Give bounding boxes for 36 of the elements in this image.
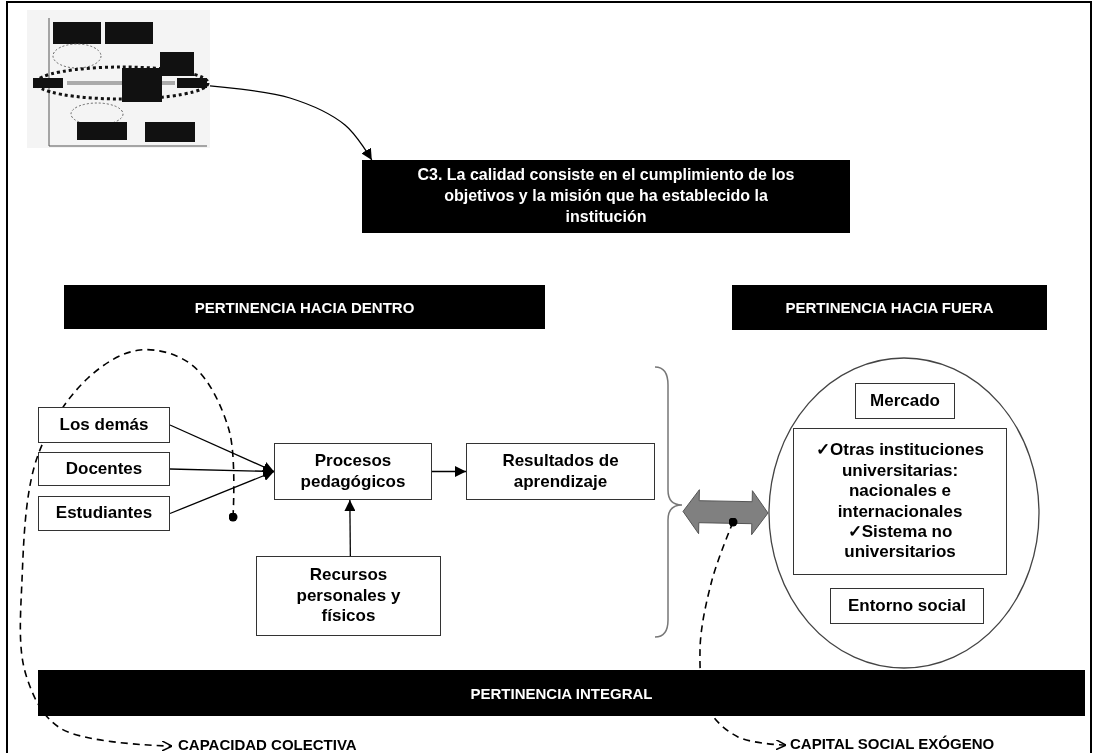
- box-label: Mercado: [870, 390, 940, 412]
- outcome-text: CAPITAL SOCIAL EXÓGENO: [790, 735, 995, 752]
- arrow: [344, 499, 356, 557]
- outcome-text: CAPACIDAD COLECTIVA: [178, 736, 357, 753]
- environment-box: [830, 588, 984, 624]
- environment-box: [793, 428, 1007, 575]
- arrow: [169, 470, 275, 515]
- box-label: ✓Sistema no universitarios: [843, 521, 957, 563]
- actor-box: [38, 496, 170, 531]
- section-header: [732, 285, 1047, 330]
- double-block-arrow: [682, 489, 769, 536]
- environment-box: [855, 383, 955, 419]
- box-label: Estudiantes: [55, 503, 153, 524]
- actor-box: [38, 407, 170, 443]
- header-text: PERTINENCIA HACIA FUERA: [785, 299, 994, 316]
- section-header: [38, 670, 1085, 716]
- section-header: [64, 285, 545, 329]
- box-label: Los demás: [59, 414, 149, 436]
- header-text: PERTINENCIA HACIA DENTRO: [194, 298, 415, 316]
- box-label: Docentes: [65, 458, 143, 480]
- box-label: Recursos personales y físicos: [295, 565, 402, 627]
- box-label: Entorno social: [847, 595, 967, 617]
- header-text: PERTINENCIA INTEGRAL: [470, 684, 653, 702]
- box-label: Resultados de aprendizaje: [501, 451, 620, 492]
- quote-box: [362, 160, 850, 233]
- resource-box: [256, 556, 441, 636]
- actor-box: [38, 452, 170, 486]
- result-box: [466, 443, 655, 500]
- arrow: [169, 424, 275, 473]
- arrow: [431, 466, 467, 477]
- box-label: Procesos pedagógicos: [299, 451, 407, 492]
- box-label: ✓Otras instituciones universitarias: nacionales e internacionales: [816, 440, 984, 522]
- process-box: [274, 443, 432, 500]
- arrow: [209, 85, 373, 161]
- header-text: C3. La calidad consiste en el cumplimiento de los objetivos y la misión que ha establecido la institución: [416, 165, 796, 227]
- dashed-arrow: [19, 348, 238, 752]
